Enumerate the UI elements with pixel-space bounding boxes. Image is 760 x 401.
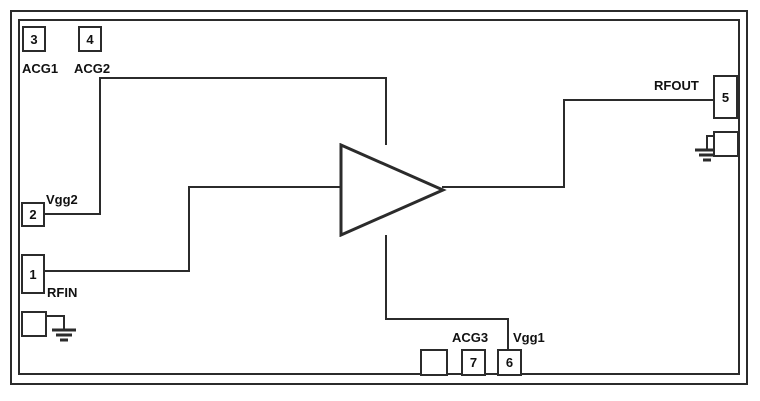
pad-ground-right[interactable]	[713, 131, 739, 157]
wire-amp-bottom-feed	[385, 235, 387, 320]
pad-4[interactable]: 4	[78, 26, 102, 52]
label-acg3: ACG3	[452, 330, 489, 345]
label-rfin: RFIN	[47, 285, 78, 300]
wire-vgg2-horizontal	[44, 213, 101, 215]
wire-vgg2-vertical	[99, 77, 101, 215]
wire-rfout-vertical	[563, 99, 565, 188]
ground-left	[42, 310, 90, 346]
amplifier-triangle	[339, 143, 447, 237]
label-rfout: RFOUT	[654, 78, 699, 93]
wire-vgg1-to-pad6	[507, 318, 509, 352]
pad-1[interactable]: 1	[21, 254, 45, 294]
pad-ground-left[interactable]	[21, 311, 47, 337]
pad-4-number: 4	[86, 31, 94, 47]
pad-5[interactable]: 5	[713, 75, 738, 119]
pad-5-number: 5	[721, 89, 730, 105]
wire-rfin-to-amp-input	[188, 186, 342, 188]
wire-amp-output	[442, 186, 565, 188]
wire-rfin-horizontal-lower	[44, 270, 190, 272]
pad-6-number: 6	[505, 355, 514, 370]
pad-3[interactable]: 3	[22, 26, 46, 52]
pad-1-number: 1	[29, 266, 37, 282]
pad-7-number: 7	[469, 355, 478, 370]
pad-6[interactable]: 6	[497, 349, 522, 376]
wire-rfout-to-pad5	[563, 99, 714, 101]
label-acg2: ACG2	[74, 61, 111, 76]
wire-vgg1-horizontal	[385, 318, 509, 320]
wire-amp-top-feed	[385, 77, 387, 145]
pad-2-number: 2	[29, 207, 37, 222]
label-vgg2: Vgg2	[46, 192, 78, 207]
pad-7[interactable]: 7	[461, 349, 486, 376]
wire-top-rail	[99, 77, 387, 79]
wire-rfin-vertical	[188, 186, 190, 272]
pad-3-number: 3	[30, 31, 38, 47]
label-vgg1: Vgg1	[513, 330, 545, 345]
label-acg1: ACG1	[22, 61, 59, 76]
outer-frame	[10, 10, 748, 385]
pad-ground-bottom[interactable]	[420, 349, 448, 376]
pad-2[interactable]: 2	[21, 202, 45, 227]
